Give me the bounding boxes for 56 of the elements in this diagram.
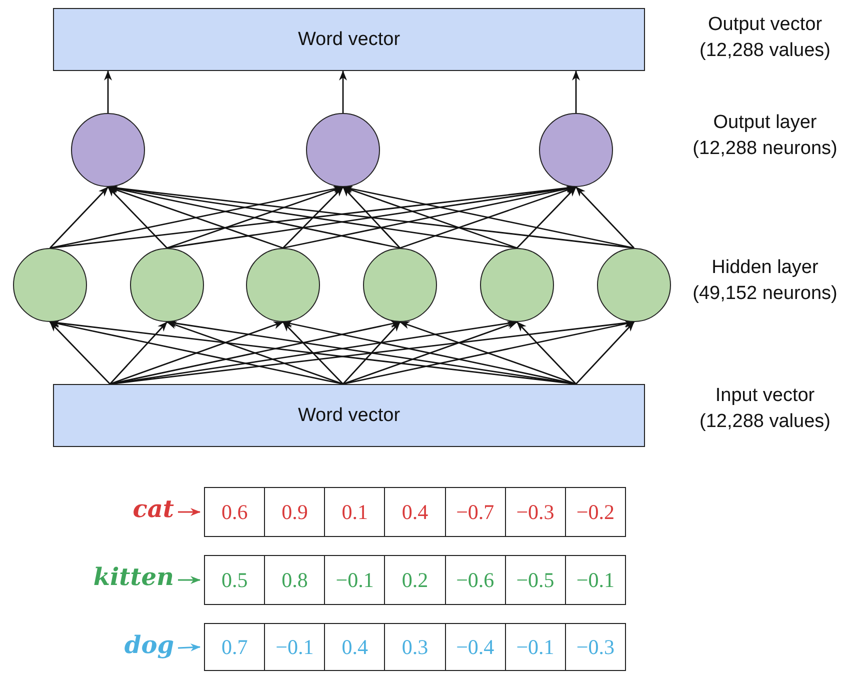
arrow bbox=[576, 186, 634, 248]
value-cell: 0.4 bbox=[384, 488, 445, 536]
arrow bbox=[282, 322, 344, 384]
word-label: cat bbox=[60, 494, 174, 530]
arrow bbox=[50, 186, 108, 248]
value-cell: −0.7 bbox=[444, 488, 505, 536]
value-cell: −0.1 bbox=[264, 624, 324, 670]
arrow bbox=[108, 186, 168, 248]
value-cell: 0.4 bbox=[324, 624, 384, 670]
value-cell: 0.1 bbox=[324, 488, 384, 536]
arrow bbox=[178, 576, 200, 584]
arrow bbox=[282, 186, 344, 248]
arrow bbox=[516, 186, 576, 248]
value-cell: −0.3 bbox=[564, 624, 625, 670]
arrow bbox=[104, 70, 112, 113]
value-cell: 0.3 bbox=[384, 624, 445, 670]
value-cell: −0.6 bbox=[444, 556, 505, 604]
value-cell: 0.2 bbox=[384, 556, 445, 604]
arrow bbox=[109, 322, 168, 384]
side-label: Output vector (12,288 values) bbox=[698, 13, 832, 63]
value-cell-text: 0.5 bbox=[220, 566, 249, 594]
side-label: Input vector (12,288 values) bbox=[698, 384, 832, 434]
arrow bbox=[110, 321, 284, 385]
vector-box: Word vector bbox=[53, 8, 645, 71]
value-cell: −0.5 bbox=[504, 556, 565, 604]
arrow bbox=[342, 320, 634, 385]
arrow bbox=[572, 70, 580, 113]
arrow bbox=[50, 322, 110, 384]
arrow bbox=[342, 321, 518, 385]
value-cell: 0.9 bbox=[264, 488, 324, 536]
arrow bbox=[400, 321, 576, 385]
value-cell: −0.4 bbox=[444, 624, 505, 670]
arrow bbox=[575, 322, 635, 384]
word-label: kitten bbox=[60, 562, 174, 598]
arrow bbox=[166, 321, 344, 385]
value-cell: −0.1 bbox=[504, 624, 565, 670]
value-cell: −0.2 bbox=[564, 488, 625, 536]
word-label: dog bbox=[60, 630, 174, 666]
value-cell: −0.1 bbox=[564, 556, 625, 604]
arrow bbox=[342, 186, 401, 248]
value-cell: −0.1 bbox=[324, 556, 384, 604]
vector-row bbox=[204, 487, 626, 537]
arrow bbox=[342, 322, 401, 384]
vector-row bbox=[204, 555, 626, 605]
value-cell-text: 0.6 bbox=[220, 498, 249, 526]
vector-box: Word vector bbox=[53, 384, 645, 447]
value-cell: −0.3 bbox=[504, 488, 565, 536]
value-cell-text: 0.7 bbox=[220, 634, 249, 660]
arrow bbox=[516, 322, 576, 384]
arrow bbox=[339, 70, 347, 113]
arrow bbox=[178, 643, 200, 652]
vector-row bbox=[204, 623, 626, 671]
side-label: Hidden layer (49,152 neurons) bbox=[692, 256, 838, 306]
value-cell: 0.8 bbox=[264, 556, 324, 604]
side-label: Output layer (12,288 neurons) bbox=[692, 111, 838, 161]
arrow bbox=[178, 508, 200, 516]
